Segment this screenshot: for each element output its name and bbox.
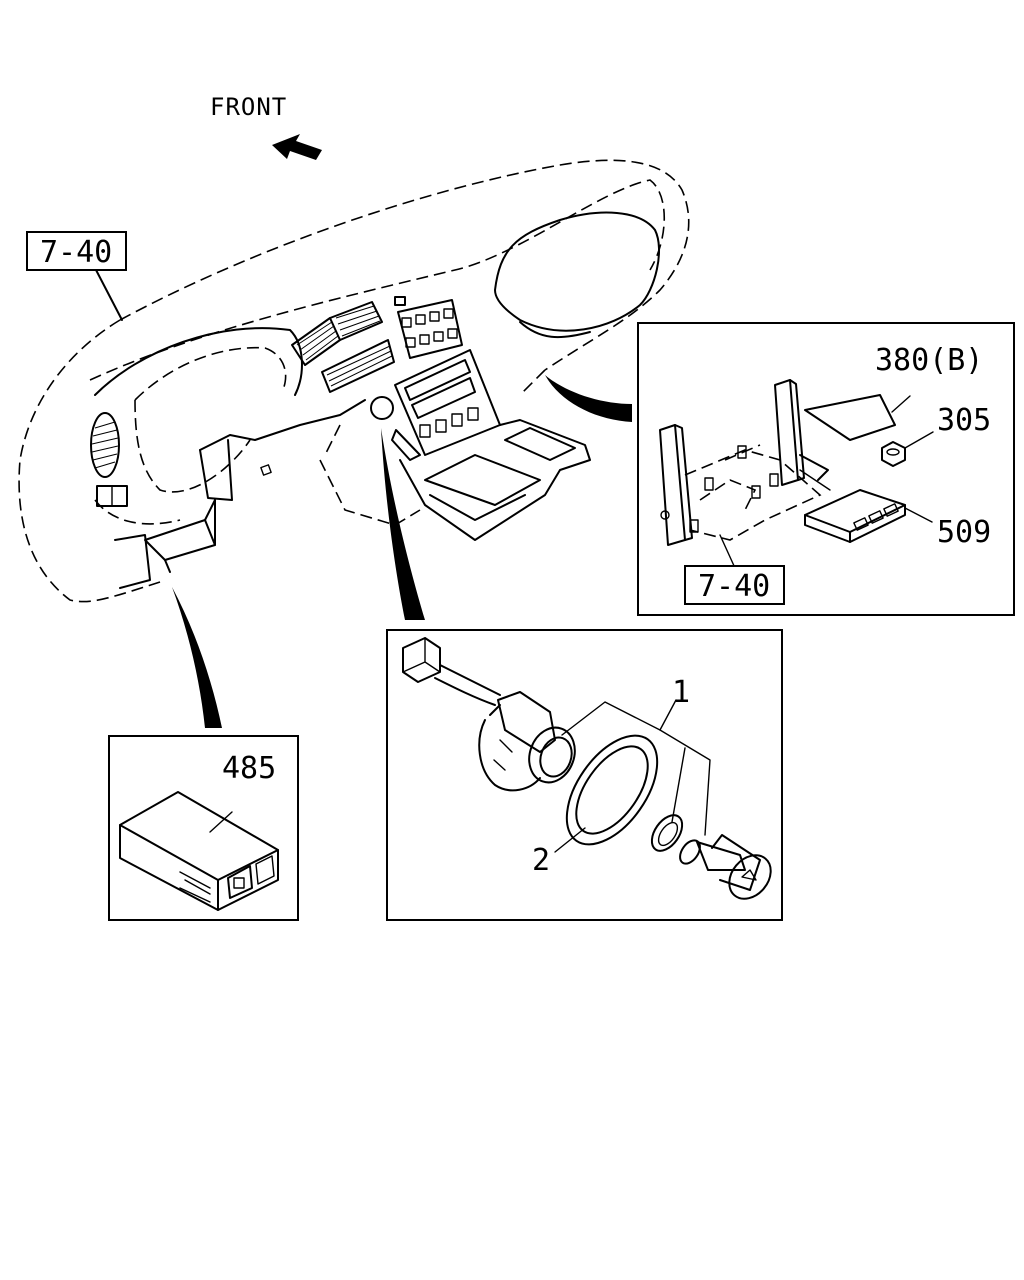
dash-passenger-top [494,211,661,332]
pointer-to-module-box [172,587,222,728]
center-column [199,399,366,451]
mounting-bracket [659,379,831,546]
callout-bracket-ref: 7-40 [698,569,770,604]
connector-icon [402,637,501,706]
center-console [399,419,591,541]
callout-bracket-ref-box [684,565,785,605]
lighter-ring-icon [565,734,659,846]
small-ring-icon [650,814,684,852]
callout-module: 485 [222,751,276,786]
lighter-detail-box: 1 2 [386,629,783,921]
front-arrow-icon [272,134,322,160]
upper-switches [394,296,463,359]
front-indicator: FRONT [210,93,322,160]
callout-lighter-ring: 2 [532,843,550,878]
callout-lighter-assembly: 1 [672,675,690,710]
dashboard-drawing [18,159,690,603]
dash-left-outline [18,319,161,603]
module-detail-box: 485 [108,735,299,921]
bracket-detail-box: 380(B) 305 509 7-40 [637,322,1015,616]
front-label: FRONT [210,93,287,121]
lighter-plug-icon [679,834,772,900]
radio-panel [391,349,501,461]
center-vents [291,301,395,393]
dash-inner-top [89,179,665,381]
label-sheet [804,394,896,441]
pointer-to-bracket-box [545,375,632,422]
pointer-to-lighter-box [381,428,425,620]
lighter-socket [370,396,394,420]
lower-panel [144,519,216,561]
callout-control-unit: 509 [937,515,991,550]
callout-label-part: 380(B) [875,343,983,378]
left-vent [90,412,120,478]
lighter-socket-body [478,691,576,792]
nut-icon [881,431,934,467]
callout-dashboard-ref: 7-40 [26,231,127,271]
dash-outer-outline [119,159,690,371]
svg-text:7-40: 7-40 [40,235,112,270]
instrument-cluster-hood [94,327,303,396]
control-unit-icon [804,489,933,543]
callout-nut: 305 [937,403,991,438]
module-icon [119,791,279,911]
